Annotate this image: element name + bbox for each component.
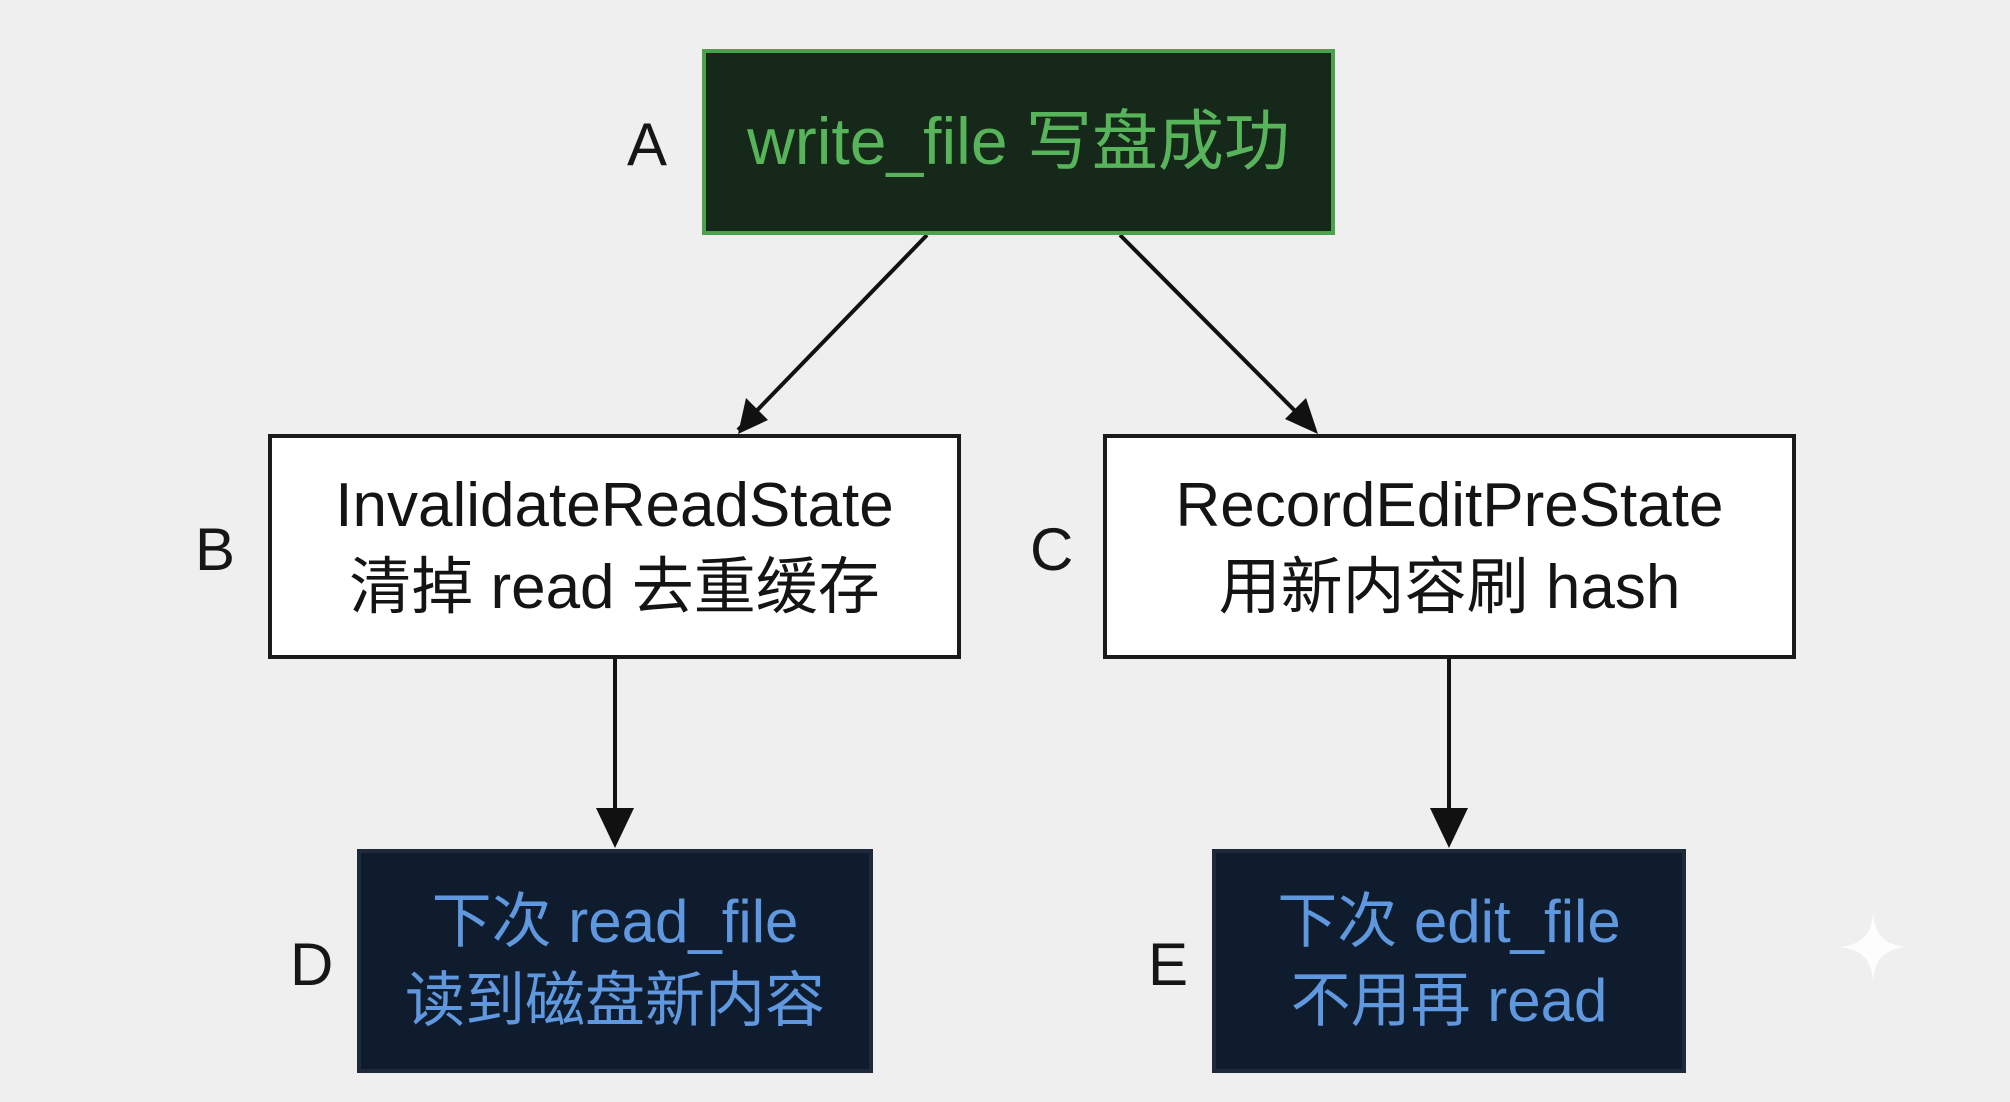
node-d-line-2: 读到磁盘新内容 <box>405 967 825 1034</box>
node-next-edit-file: 下次 edit_file 不用再 read <box>1212 849 1686 1073</box>
node-invalidate-read-state: InvalidateReadState 清掉 read 去重缓存 <box>268 434 961 659</box>
node-b-line-2: 清掉 read 去重缓存 <box>349 552 880 622</box>
node-c-letter: C <box>1030 516 1074 583</box>
node-b-letter: B <box>195 516 236 583</box>
edge-a-to-c <box>1118 233 1316 432</box>
node-c-line-2: 用新内容刷 hash <box>1218 552 1681 622</box>
node-next-read-file: 下次 read_file 读到磁盘新内容 <box>357 849 873 1073</box>
node-write-file-success: write_file 写盘成功 <box>702 49 1335 235</box>
node-d-line-1: 下次 read_file <box>431 887 799 955</box>
arrowhead-c-to-e <box>1430 808 1468 848</box>
arrowhead-a-to-c <box>1285 398 1318 434</box>
node-e-line-1: 下次 edit_file <box>1277 887 1621 955</box>
node-record-edit-pre-state: RecordEditPreState 用新内容刷 hash <box>1103 434 1796 659</box>
arrowhead-a-to-b <box>738 398 768 434</box>
node-d-letter: D <box>290 931 334 998</box>
node-a-line-1: write_file 写盘成功 <box>747 104 1290 179</box>
node-b-line-1: InvalidateReadState <box>335 470 894 540</box>
node-e-line-2: 不用再 read <box>1290 967 1608 1034</box>
edge-a-to-b <box>736 233 929 432</box>
node-c-line-1: RecordEditPreState <box>1175 470 1724 540</box>
sparkle-icon <box>1840 914 1906 980</box>
arrowhead-b-to-d <box>596 808 634 848</box>
node-e-letter: E <box>1148 931 1189 998</box>
node-a-letter: A <box>627 111 668 178</box>
